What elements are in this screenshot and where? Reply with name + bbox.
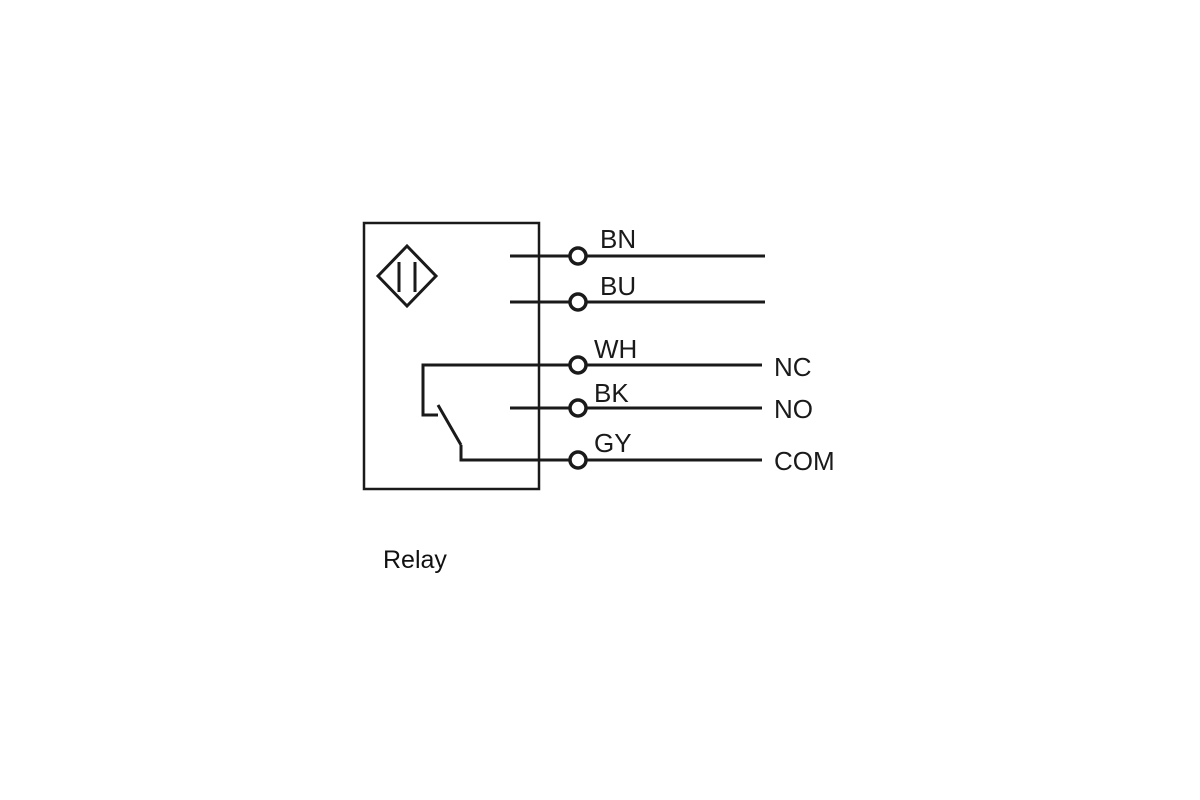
wire-label-bn: BN [600,224,636,254]
function-label-no: NO [774,394,813,424]
terminal-wh [568,355,588,375]
function-label-com: COM [774,446,835,476]
wire-label-bk: BK [594,378,629,408]
terminal-bk [568,398,588,418]
relay-switch-icon [421,363,578,462]
wire-label-gy: GY [594,428,632,458]
function-label-nc: NC [774,352,812,382]
terminal-bn [568,246,588,266]
inductive-sensor-icon [375,243,439,309]
wire-label-bu: BU [600,271,636,301]
terminal-bu [568,292,588,312]
diagram-caption: Relay [383,546,447,574]
terminal-gy [568,450,588,470]
sensor-housing [362,221,541,491]
wire-label-wh: WH [594,334,637,364]
